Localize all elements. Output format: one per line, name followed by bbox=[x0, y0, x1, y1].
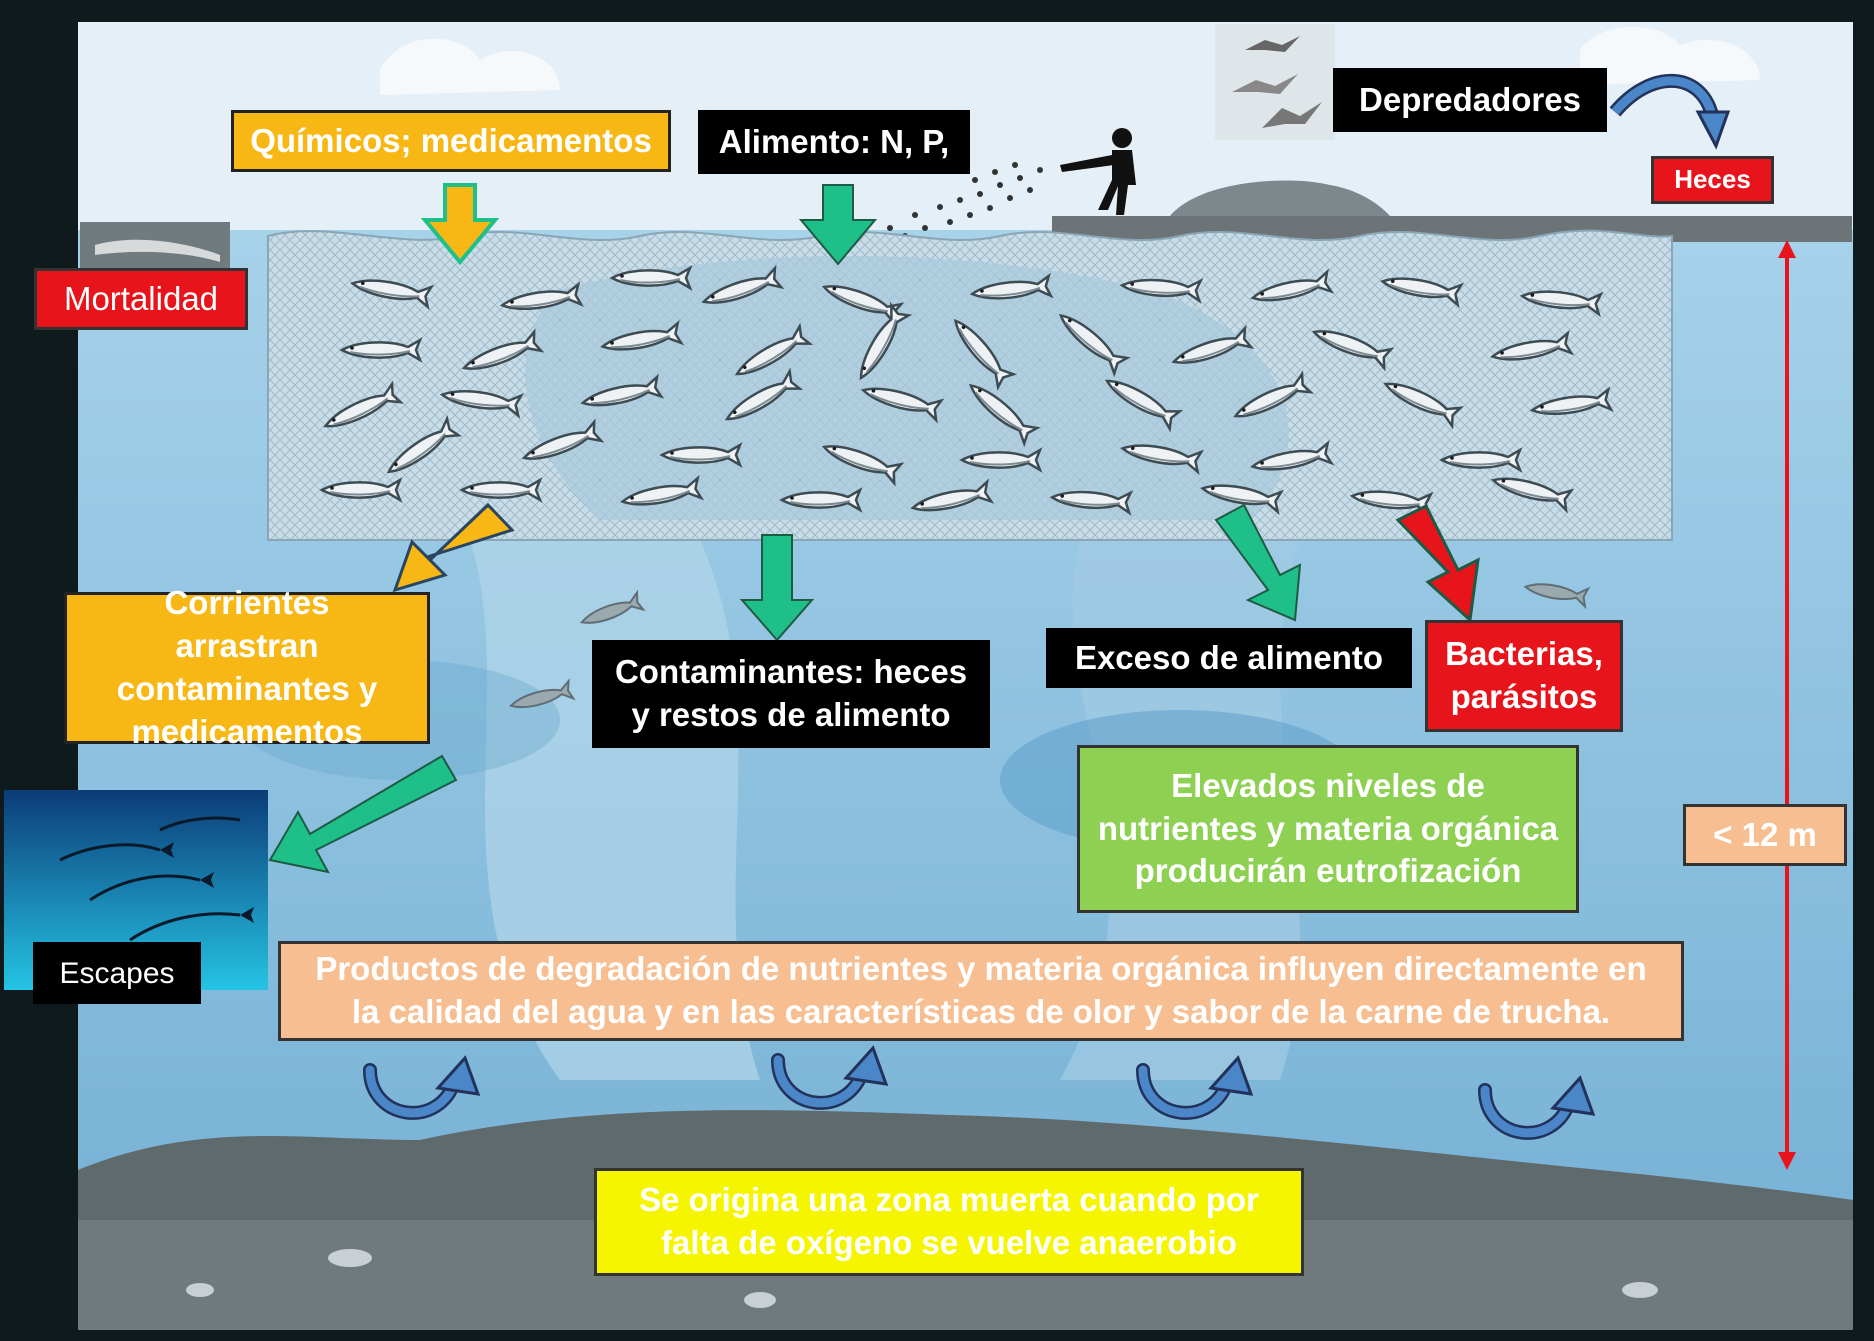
label-mortality: Mortalidad bbox=[34, 268, 248, 330]
predators-to-feces-arrow bbox=[1609, 73, 1731, 150]
escape-arrow bbox=[268, 754, 458, 874]
label-feed: Alimento: N, P, bbox=[698, 110, 970, 174]
dead-fish-photo bbox=[80, 222, 230, 272]
excess-feed-arrow bbox=[1214, 503, 1302, 622]
label-feces: Heces bbox=[1651, 156, 1774, 204]
feed-down-arrow bbox=[798, 184, 878, 266]
contaminants-down-arrow bbox=[739, 534, 815, 642]
label-depth: < 12 m bbox=[1683, 804, 1847, 866]
label-predators: Depredadores bbox=[1333, 68, 1607, 132]
farmer-feeding-icon bbox=[1060, 128, 1136, 215]
chemicals-down-arrow bbox=[420, 183, 500, 266]
currents-arrow bbox=[392, 502, 515, 593]
label-dead-zone: Se origina una zona muerta cuando por fa… bbox=[594, 1168, 1304, 1276]
label-escapes: Escapes bbox=[33, 942, 201, 1004]
label-excess-feed: Exceso de alimento bbox=[1046, 628, 1412, 688]
seagull-icon bbox=[1215, 24, 1335, 140]
label-degradation-products: Productos de degradación de nutrientes y… bbox=[278, 941, 1684, 1041]
bacteria-arrow bbox=[1395, 503, 1480, 624]
label-currents: Corrientes arrastran contaminantes y med… bbox=[64, 584, 430, 750]
label-chemicals: Químicos; medicamentos bbox=[231, 110, 671, 172]
label-contaminants: Contaminantes: heces y restos de aliment… bbox=[592, 640, 990, 748]
label-bacteria: Bacterias, parásitos bbox=[1425, 620, 1623, 732]
depth-indicator bbox=[1778, 240, 1796, 1170]
label-eutrophication: Elevados niveles de nutrientes y materia… bbox=[1077, 745, 1579, 913]
